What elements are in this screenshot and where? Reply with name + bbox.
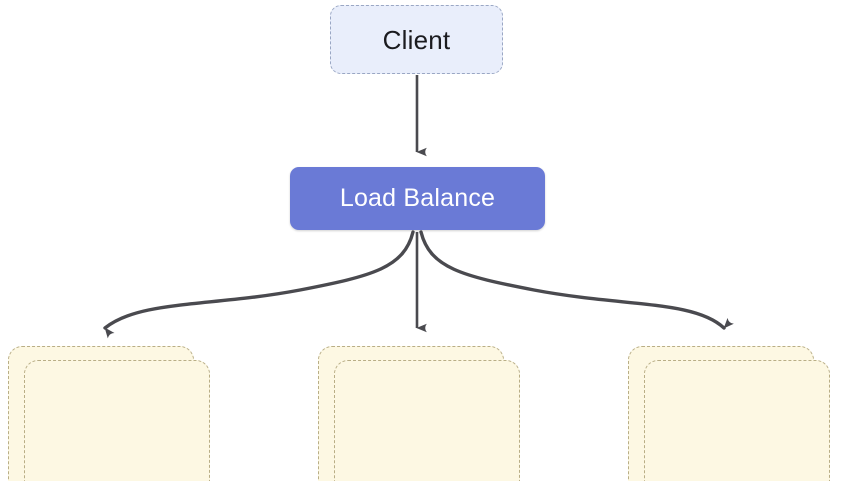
node-microservices-2[interactable]: Microservices — [318, 346, 520, 481]
node-microservices-1-label: Microservices — [40, 480, 194, 481]
node-microservices-3-label: Microservices — [660, 480, 814, 481]
edge-load-balance-to-microservices-1 — [103, 230, 415, 339]
node-microservices-3[interactable]: Microservices — [628, 346, 830, 481]
node-microservices-1-front-layer[interactable]: Microservices — [24, 360, 210, 481]
edge-load-balance-to-microservices-3 — [419, 230, 734, 330]
node-client-label: Client — [382, 24, 451, 55]
node-microservices-1[interactable]: Microservices — [8, 346, 210, 481]
node-client[interactable]: Client — [330, 5, 503, 74]
node-load-balance-label: Load Balance — [339, 184, 496, 212]
node-load-balance[interactable]: Load Balance — [290, 167, 545, 230]
node-microservices-3-front-layer[interactable]: Microservices — [644, 360, 830, 481]
node-microservices-2-front-layer[interactable]: Microservices — [334, 360, 520, 481]
node-microservices-2-label: Microservices — [350, 480, 504, 481]
